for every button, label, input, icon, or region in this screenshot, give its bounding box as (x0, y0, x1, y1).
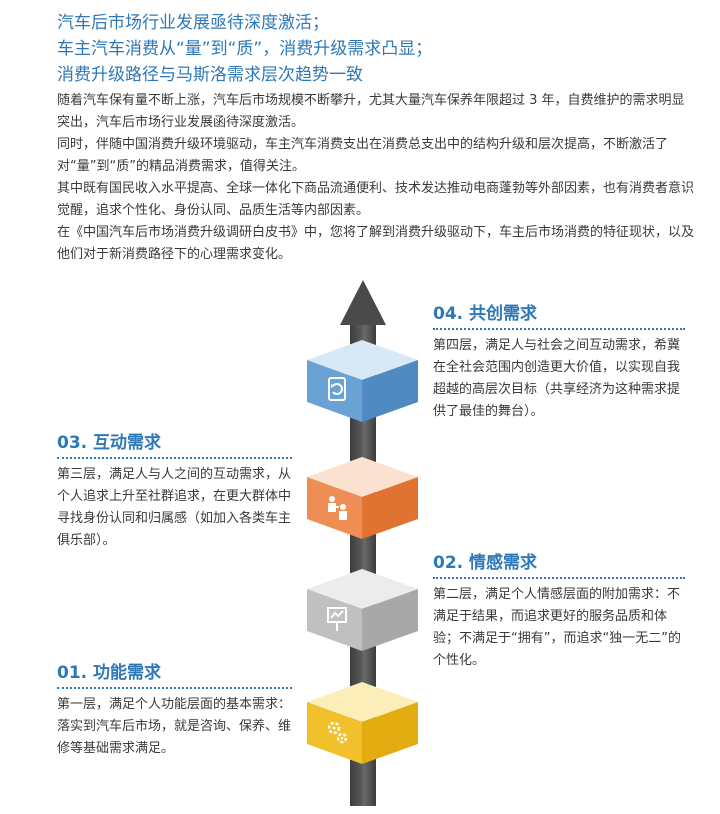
intro-paragraph-3: 其中既有国民收入水平提高、全球一体化下商品流通便利、技术发达推动电商蓬勃等外部因… (57, 181, 695, 218)
intro-paragraph-2: 同时，伴随中国消费升级环境驱动，车主汽车消费支出在消费总支出中的结构升级和层次提… (57, 137, 669, 174)
level-1-description: 第一层，满足个人功能层面的基本需求：落实到汽车后市场，就是咨询、保养、维修等基础… (57, 697, 292, 756)
level-3-title: 03. 互动需求 (57, 433, 162, 453)
arrow-head-icon (340, 280, 386, 325)
cube-shape (307, 569, 418, 651)
level-1-divider (57, 687, 292, 689)
level-3-description: 第三层，满足人与人之间的互动需求，从个人追求上升至社群追求，在更大群体中寻找身份… (57, 467, 292, 548)
level-4-description: 第四层，满足人与社会之间互动需求，希冀在全社会范围内创造更大价值，以实现自我超越… (433, 338, 681, 419)
level-4-divider (433, 328, 685, 330)
cube-level-2 (305, 567, 420, 652)
cube-shape (307, 340, 418, 422)
people-icon (323, 491, 351, 527)
cube-shape (307, 682, 418, 764)
level-2-description: 第二层，满足个人情感层面的附加需求：不满足于结果，而追求更好的服务品质和体验；不… (433, 587, 681, 668)
page-title: 汽车后市场行业发展亟待深度激活； 车主汽车消费从“量”到“质”，消费升级需求凸显… (57, 10, 707, 88)
level-2-divider (433, 577, 685, 579)
intro-text: 随着汽车保有量不断上涨，汽车后市场规模不断攀升，尤其大量汽车保养年限超过 3 年… (57, 90, 697, 266)
level-4-title: 04. 共创需求 (433, 304, 538, 324)
share-cycle-icon (323, 374, 351, 410)
level-2-block: 02. 情感需求 第二层，满足个人情感层面的附加需求：不满足于结果，而追求更好的… (433, 552, 685, 672)
intro-paragraph-1: 随着汽车保有量不断上涨，汽车后市场规模不断攀升，尤其大量汽车保养年限超过 3 年… (57, 93, 685, 130)
level-1-title: 01. 功能需求 (57, 663, 162, 683)
level-1-block: 01. 功能需求 第一层，满足个人功能层面的基本需求：落实到汽车后市场，就是咨询… (57, 662, 292, 760)
level-2-title: 02. 情感需求 (433, 553, 538, 573)
cube-level-1 (305, 680, 420, 765)
level-4-block: 04. 共创需求 第四层，满足人与社会之间互动需求，希冀在全社会范围内创造更大价… (433, 303, 685, 423)
title-line-1: 汽车后市场行业发展亟待深度激活； (57, 13, 329, 33)
gears-icon (323, 716, 351, 752)
cube-level-3 (305, 455, 420, 540)
level-3-divider (57, 457, 292, 459)
cube-level-4 (305, 338, 420, 423)
level-3-block: 03. 互动需求 第三层，满足人与人之间的互动需求，从个人追求上升至社群追求，在… (57, 432, 292, 552)
presentation-icon (323, 603, 351, 639)
title-line-3: 消费升级路径与马斯洛需求层次趋势一致 (57, 65, 363, 85)
intro-paragraph-4: 在《中国汽车后市场消费升级调研白皮书》中，您将了解到消费升级驱动下，车主后市场消… (57, 225, 695, 262)
title-line-2: 车主汽车消费从“量”到“质”，消费升级需求凸显； (57, 39, 433, 59)
